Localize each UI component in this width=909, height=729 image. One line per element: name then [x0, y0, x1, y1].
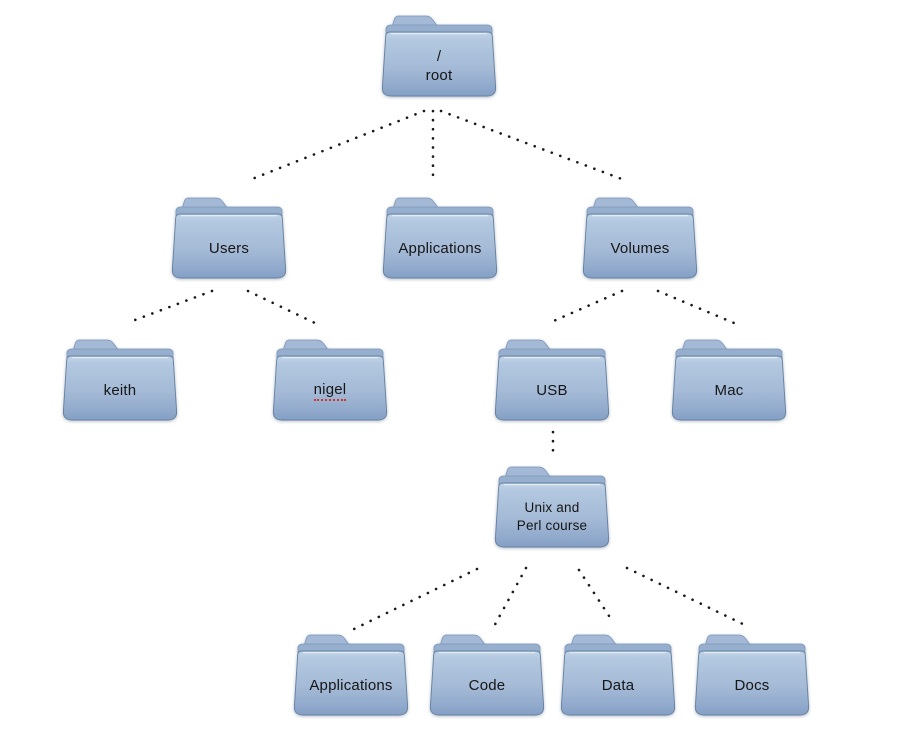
folder-label: Applications: [382, 219, 498, 277]
folder-icon: [694, 634, 810, 716]
folder-label-line-misspelled: nigel: [313, 380, 347, 401]
folder-label-line: Applications: [309, 676, 393, 694]
folder-label-line: Volumes: [610, 239, 670, 257]
folder-icon: [272, 339, 388, 421]
folder-icon: [62, 339, 178, 421]
folder-label-line: keith: [103, 381, 137, 399]
folder-icon: [560, 634, 676, 716]
edge-unixperl-data: [577, 568, 615, 624]
edge-root-volumes: [439, 109, 629, 183]
folder-label-line: Docs: [734, 676, 770, 694]
folder-label-line: Users: [208, 239, 250, 257]
folder-icon: [671, 339, 787, 421]
edge-users-keith: [125, 289, 214, 325]
folder-label: / root: [381, 37, 497, 95]
folder-node-keith: keith: [62, 337, 178, 425]
folder-label-line: Perl course: [516, 518, 588, 533]
edge-volumes-mac: [656, 289, 736, 325]
folder-icon: [582, 197, 698, 279]
folder-label-line: Unix and: [524, 500, 580, 515]
folder-label-line: Code: [468, 676, 506, 694]
folder-label: keith: [62, 361, 178, 419]
folder-label: Data: [560, 656, 676, 714]
folder-label: Volumes: [582, 219, 698, 277]
folder-icon: [494, 339, 610, 421]
folder-icon: [382, 197, 498, 279]
folder-icon: [429, 634, 545, 716]
folder-label: Code: [429, 656, 545, 714]
folder-icon: [381, 15, 497, 97]
folder-label-line: Mac: [714, 381, 744, 399]
folder-label-line: root: [425, 67, 453, 84]
folder-label: USB: [494, 361, 610, 419]
folder-label: Users: [171, 219, 287, 277]
folder-icon: [171, 197, 287, 279]
folder-label-line: Data: [601, 676, 635, 694]
folder-node-code: Code: [429, 632, 545, 720]
folder-label-line: USB: [536, 381, 568, 399]
folder-node-users: Users: [171, 195, 287, 283]
folder-node-applications-2: Applications: [293, 632, 409, 720]
folder-node-applications: Applications: [382, 195, 498, 283]
edge-unixperl-code: [490, 566, 528, 632]
folder-icon: [494, 466, 610, 548]
folder-label: Applications: [293, 656, 409, 714]
folder-node-docs: Docs: [694, 632, 810, 720]
folder-label: nigel: [272, 361, 388, 419]
edge-volumes-usb: [547, 289, 624, 325]
folder-node-mac: Mac: [671, 337, 787, 425]
edge-unixperl-applications: [352, 567, 479, 631]
folder-label-line: /: [436, 48, 442, 65]
folder-icon: [293, 634, 409, 716]
folder-label-line: Applications: [398, 239, 482, 257]
folder-node-root: / root: [381, 13, 497, 101]
folder-node-nigel: nigel: [272, 337, 388, 425]
folder-node-usb: USB: [494, 337, 610, 425]
edge-root-users: [245, 109, 426, 183]
edge-unixperl-docs: [625, 566, 751, 629]
folder-label: Docs: [694, 656, 810, 714]
folder-label: Mac: [671, 361, 787, 419]
folder-label: Unix and Perl course: [494, 488, 610, 546]
edge-users-nigel: [246, 289, 317, 325]
folder-node-data: Data: [560, 632, 676, 720]
folder-node-unix-perl-course: Unix and Perl course: [494, 464, 610, 552]
folder-node-volumes: Volumes: [582, 195, 698, 283]
